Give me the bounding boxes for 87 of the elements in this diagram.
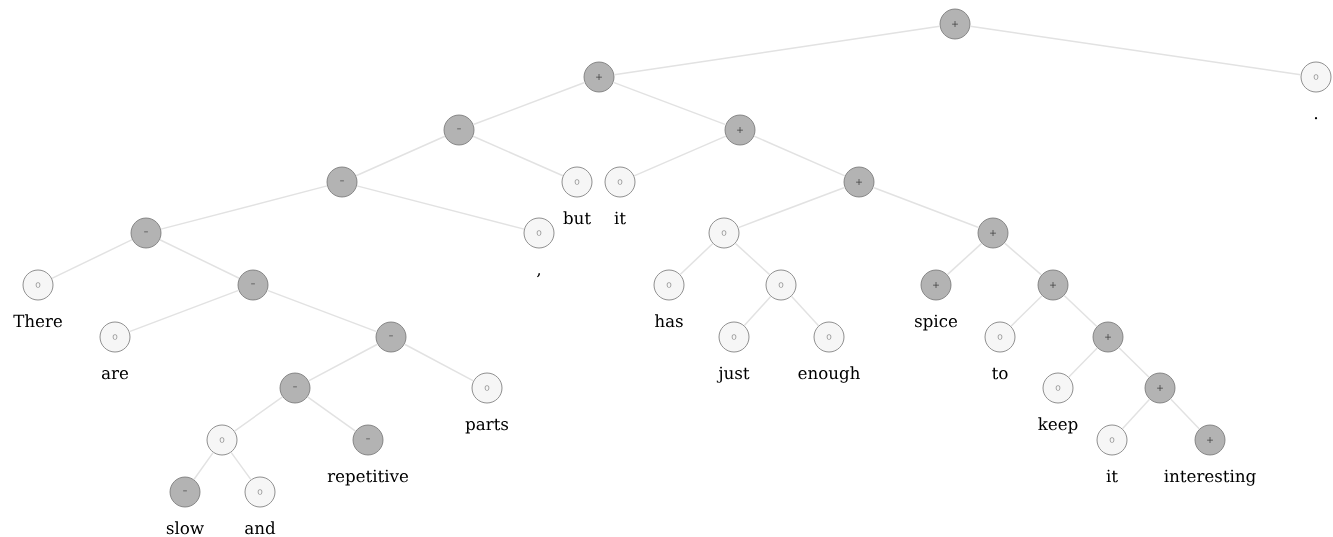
tree-branch — [356, 185, 525, 230]
sentiment-node: + — [843, 166, 875, 198]
word-label: are — [101, 370, 129, 380]
sentiment-node: o — [523, 217, 555, 249]
word-label: parts — [465, 418, 509, 434]
word-label: spice — [915, 314, 958, 331]
word-label: it — [614, 211, 626, 225]
tree-branch — [1118, 347, 1150, 378]
sentiment-node: + — [1037, 269, 1069, 301]
tree-branch — [306, 396, 357, 432]
sentiment-node: – — [169, 476, 201, 508]
tree-branch — [633, 135, 727, 177]
tree-branch — [1010, 295, 1043, 327]
word-label: to — [992, 367, 1008, 380]
tree-branch — [1068, 347, 1098, 378]
word-label: interesting — [1164, 469, 1256, 486]
sentiment-node: – — [279, 372, 311, 404]
sentiment-node: o — [813, 321, 845, 353]
word-label: , — [536, 273, 541, 278]
sentiment-node: o — [99, 321, 131, 353]
sentiment-node: + — [724, 114, 756, 146]
sentiment-node: + — [1144, 372, 1176, 404]
sentiment-node: o — [765, 269, 797, 301]
tree-branch — [1169, 398, 1201, 430]
word-label: keep — [1038, 417, 1078, 434]
sentiment-node: o — [206, 424, 238, 456]
sentiment-node: – — [352, 424, 384, 456]
sentiment-node: o — [1042, 372, 1074, 404]
sentiment-node: – — [375, 321, 407, 353]
tree-branch — [355, 135, 446, 177]
tree-branch — [612, 81, 727, 126]
sentiment-node: o — [708, 217, 740, 249]
sentiment-node: o — [471, 372, 503, 404]
tree-branch — [472, 81, 586, 126]
word-label: just — [716, 366, 750, 383]
tree-branch — [872, 186, 980, 229]
word-label: enough — [798, 366, 860, 383]
tree-branch — [193, 451, 214, 481]
tree-branch — [946, 242, 983, 276]
tree-branch — [230, 451, 252, 481]
sentiment-node: o — [561, 166, 593, 198]
sentiment-node: o — [718, 321, 750, 353]
tree-branch — [233, 396, 284, 432]
tree-branch — [743, 295, 772, 327]
word-label: it — [1106, 469, 1118, 483]
tree-branch — [1121, 398, 1151, 430]
sentiment-node: + — [1092, 321, 1124, 353]
tree-branch — [734, 242, 771, 276]
tree-branch — [753, 135, 846, 177]
tree-branch — [737, 186, 846, 229]
tree-branch — [266, 289, 378, 333]
sentiment-node: o — [604, 166, 636, 198]
tree-branch — [679, 242, 714, 276]
sentiment-node: – — [443, 114, 475, 146]
sentiment-node: o — [653, 269, 685, 301]
sentiment-node: o — [244, 476, 276, 508]
tree-branch — [1003, 242, 1043, 276]
tree-branch — [307, 343, 379, 382]
sentiment-node: o — [984, 321, 1016, 353]
tree-branch — [403, 343, 475, 382]
sentiment-node: + — [583, 61, 615, 93]
sentiment-node: o — [1300, 61, 1332, 93]
tree-branch — [790, 295, 820, 327]
sentiment-node: – — [326, 166, 358, 198]
word-label: and — [245, 521, 276, 535]
sentiment-node: – — [237, 269, 269, 301]
word-label: There — [13, 314, 62, 328]
tree-branch — [613, 25, 941, 76]
tree-branch — [1063, 294, 1098, 328]
word-label: slow — [166, 521, 204, 535]
sentiment-node: o — [22, 269, 54, 301]
sentiment-node: + — [939, 8, 971, 40]
sentiment-node: + — [920, 269, 952, 301]
tree-branch — [969, 25, 1302, 76]
word-label: has — [655, 314, 683, 328]
sentiment-node: + — [1194, 424, 1226, 456]
sentiment-node: + — [977, 217, 1009, 249]
tree-branch — [160, 185, 328, 230]
tree-branch — [51, 238, 133, 280]
tree-branch — [159, 239, 240, 279]
tree-branch — [472, 135, 564, 177]
word-label: . — [1314, 117, 1318, 120]
word-label: but — [563, 211, 591, 225]
word-label: repetitive — [327, 469, 409, 486]
sentiment-node: o — [1096, 424, 1128, 456]
sentiment-node: – — [130, 217, 162, 249]
tree-branch — [128, 289, 240, 333]
